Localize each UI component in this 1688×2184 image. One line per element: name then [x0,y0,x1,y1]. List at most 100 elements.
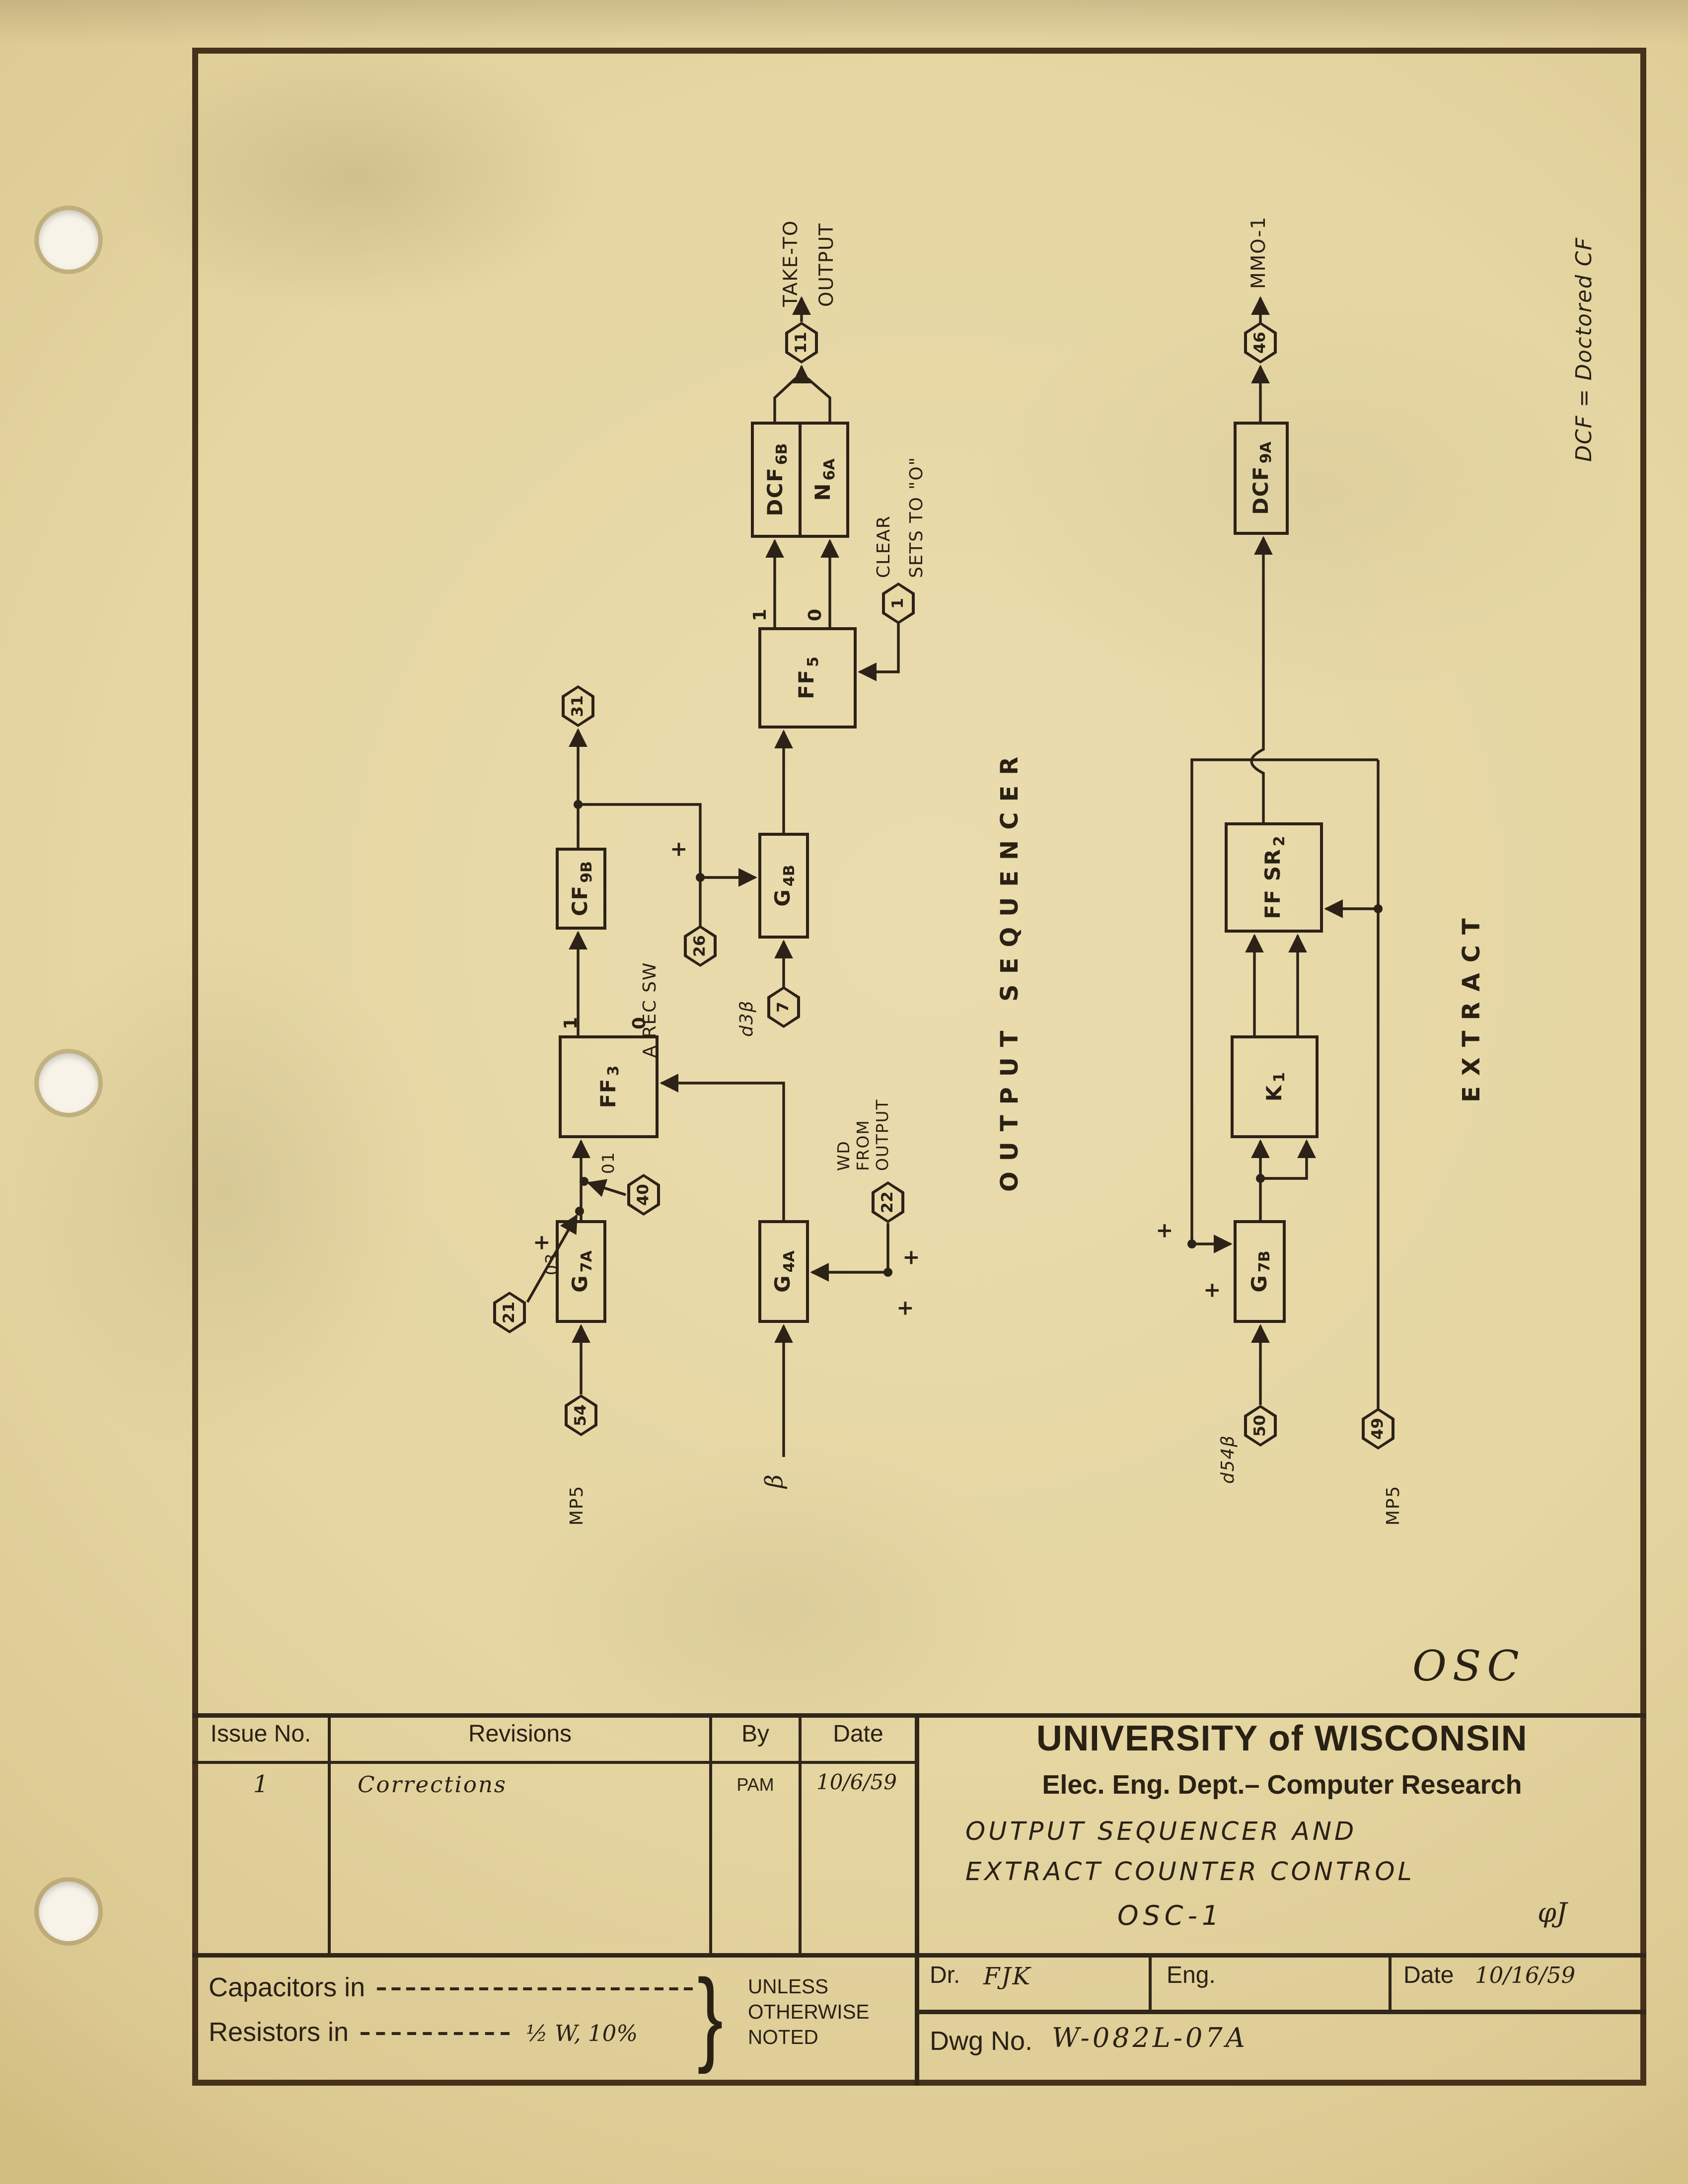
label-ff5-zero: 0 [805,608,825,621]
department-name: Elec. Eng. Dept.– Computer Research [1042,1770,1522,1800]
label-take-to-2: OUTPUT [816,222,839,307]
block-ffsr2-label: FF SR [1262,848,1286,919]
connector-1-number: 1 [889,598,907,609]
section-label-extract: EXTRACT [1457,908,1485,1102]
revision-by: PAM [736,1774,774,1795]
connector-54-number: 54 [572,1404,590,1426]
block-g7a-label: G [569,1274,593,1293]
resistors-note: Resistors in ½ W, 10% [209,2017,638,2048]
block-g7a-sub: 7A [579,1250,595,1273]
connector-50-number: 50 [1251,1415,1269,1437]
connector-21: 21 [493,1292,526,1333]
label-clear-2: SETS TO "O" [906,456,927,578]
titleblock-mid-rule [192,1953,1646,1958]
punch-hole-bottom [39,1882,98,1941]
block-dcf9a-sub: 9A [1259,441,1275,464]
connector-7: 7 [767,986,800,1028]
punch-hole-middle [39,1053,98,1113]
capacitors-label: Capacitors in [209,1972,366,2002]
label-tag-03: 03 [542,1252,562,1275]
phi-j-mark: φJ [1538,1898,1567,1929]
resistors-blank [361,2032,510,2036]
label-plus-g4a-2: + [894,1298,918,1317]
eng-label: Eng. [1167,1964,1216,1989]
block-g7b-sub: 7B [1257,1250,1274,1273]
schematic-wires [526,296,1383,1457]
block-g4a-sub: 4A [781,1250,798,1273]
connector-40: 40 [627,1174,660,1216]
col-rule-issue [328,1713,331,1953]
header-revisions: Revisions [468,1722,572,1747]
block-g7b-label: G [1248,1274,1272,1293]
label-wd-3: OUTPUT [873,1098,892,1171]
label-take-to-1: TAKE-TO [781,219,803,307]
wire-group [526,296,1380,1457]
label-wd-1: WD [834,1140,854,1171]
connector-46: 46 [1244,322,1277,364]
block-g4b-sub: 4B [781,865,798,887]
label-plus-arec: + [667,839,691,858]
connector-22: 22 [872,1181,904,1223]
block-dcf9a-label: DCF [1249,465,1273,515]
label-plus-g4a-1: + [900,1247,924,1266]
capacitors-blank [377,1987,693,1991]
titleblock-top-rule [192,1713,1646,1718]
label-ff3-one: 1 [560,1016,581,1029]
block-n6a-sub: 6A [821,458,838,481]
block-g4b-label: G [772,888,796,907]
col-rule-by [799,1713,802,1953]
block-n6a-label: N [812,483,836,501]
resistors-value: ½ W, 10% [526,2020,638,2047]
revision-issue: 1 [253,1770,269,1798]
junction-dots [574,800,1383,1277]
connector-40-number: 40 [635,1184,653,1206]
block-k1-label: K [1262,1085,1287,1102]
dwg-no-label: Dwg No. [930,2026,1033,2056]
punch-hole-top [39,210,98,270]
connector-31: 31 [562,685,594,727]
date-label: Date [1403,1964,1454,1989]
block-n6a: N 6A [802,425,846,535]
label-mmo1: MMO-1 [1248,216,1271,289]
note-unless: UNLESS [748,1975,829,1998]
connector-11: 11 [785,322,818,364]
label-mp5-right: MP5 [1383,1485,1403,1526]
header-date: Date [833,1722,883,1747]
label-plus-g7b-2: + [1201,1280,1225,1299]
block-dcf6b-sub: 6B [774,443,791,465]
capacitors-note: Capacitors in [209,1972,693,2004]
titleblock-center-rule [915,1713,919,2086]
label-ff5-one: 1 [749,608,770,621]
block-g4a-label: G [772,1274,796,1293]
osc-note: OSC [1412,1642,1525,1691]
connector-26: 26 [684,925,717,967]
block-ff3-label: FF [596,1078,621,1108]
block-cf9b-sub: 9B [579,861,595,883]
block-cf9b-label: CF [569,885,593,916]
date-value: 10/16/59 [1475,1962,1576,1989]
drawing-frame [192,48,1646,2086]
sheet-id: OSC-1 [1117,1901,1224,1932]
resistors-label: Resistors in [209,2017,349,2047]
connector-22-number: 22 [879,1191,897,1213]
label-plus-g7b-1: + [1153,1221,1177,1239]
header-by: By [741,1722,769,1747]
connector-1: 1 [882,582,915,624]
block-ff5-label: FF [796,669,819,699]
dwg-no-value: W-082L-07A [1052,2023,1248,2054]
connector-49-number: 49 [1369,1418,1387,1440]
block-ffsr2-sub: 2 [1271,836,1288,847]
approval-rule-2 [1389,1953,1392,2010]
approval-row-rule [918,2010,1646,2014]
